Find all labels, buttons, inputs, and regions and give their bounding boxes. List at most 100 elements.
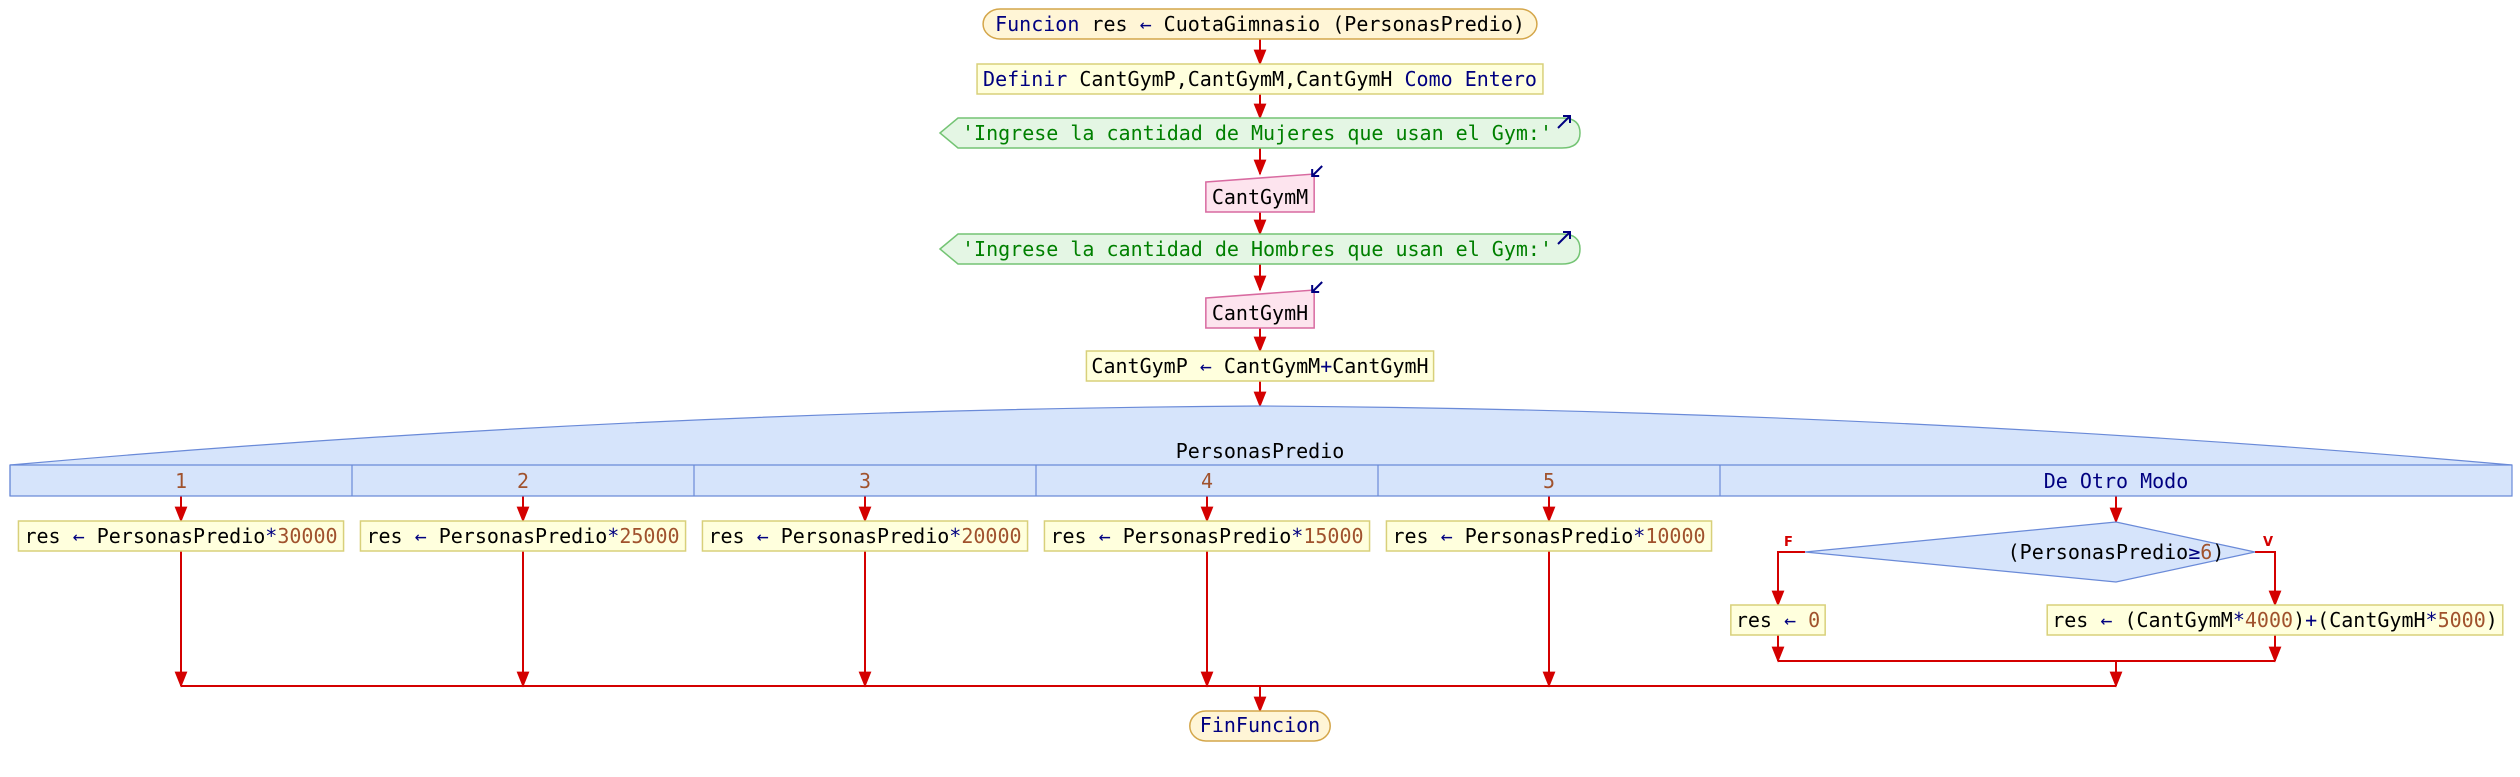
end-terminal-text: FinFuncion bbox=[1200, 713, 1320, 737]
assign-token-2: CantGymM bbox=[1212, 354, 1320, 378]
decision-token-2: 6 bbox=[2200, 540, 2212, 564]
true-branch-token-5: ) bbox=[2293, 608, 2305, 632]
input-node-2: CantGymH bbox=[1205, 281, 1323, 329]
case-4-token-1: ← bbox=[1099, 524, 1111, 548]
output-shape-2 bbox=[938, 233, 1581, 265]
decision-token-1: ≥ bbox=[2188, 540, 2200, 564]
false-branch-node: res ← 0 bbox=[1730, 604, 1826, 636]
output-node-1: 'Ingrese la cantidad de Mujeres que usan… bbox=[938, 115, 1581, 149]
define-process-text: Definir CantGymP,CantGymM,CantGymH Como … bbox=[983, 67, 1537, 91]
case-process-shape bbox=[1043, 520, 1371, 552]
case-process-text: res ← PersonasPredio*15000 bbox=[1050, 524, 1363, 548]
connector-line bbox=[2255, 551, 2282, 607]
case-5-token-2: PersonasPredio bbox=[1453, 524, 1634, 548]
case-body-4: res ← PersonasPredio*15000 bbox=[1043, 520, 1371, 552]
false-branch-text: res ← 0 bbox=[1736, 608, 1820, 632]
false-branch-token-1: ← bbox=[1784, 608, 1796, 632]
true-branch-token-2: (CantGymM bbox=[2112, 608, 2232, 632]
case-label-4: 4 bbox=[1201, 469, 1213, 493]
true-branch-text: res ← (CantGymM*4000)+(CantGymH*5000) bbox=[2052, 608, 2498, 632]
true-branch-token-8: * bbox=[2426, 608, 2438, 632]
define-token-0: Definir bbox=[983, 67, 1067, 91]
define-token-2: Como Entero bbox=[1405, 67, 1537, 91]
case-process-shape bbox=[701, 520, 1029, 552]
case-process-shape bbox=[17, 520, 345, 552]
assign-token-0: CantGymP bbox=[1091, 354, 1199, 378]
case-process-text: res ← PersonasPredio*25000 bbox=[366, 524, 679, 548]
case-body-2: res ← PersonasPredio*25000 bbox=[359, 520, 687, 552]
case-3-token-4: 20000 bbox=[961, 524, 1021, 548]
start-token-2: ← bbox=[1140, 12, 1152, 36]
decision-token-0: (PersonasPredio bbox=[2008, 540, 2189, 564]
true-branch-token-3: * bbox=[2233, 608, 2245, 632]
start-terminal-text: Funcion res ← CuotaGimnasio (PersonasPre… bbox=[995, 12, 1525, 36]
case-2-token-0: res bbox=[366, 524, 414, 548]
input-shape-2 bbox=[1205, 289, 1315, 329]
decision-token-3: ) bbox=[2212, 540, 2224, 564]
define-token-1: CantGymP,CantGymM,CantGymH bbox=[1067, 67, 1404, 91]
case-label-5: 5 bbox=[1543, 469, 1555, 493]
case-1-token-4: 30000 bbox=[277, 524, 337, 548]
case-4-token-2: PersonasPredio bbox=[1111, 524, 1292, 548]
start-terminal-shape bbox=[982, 8, 1538, 40]
true-branch-token-6: + bbox=[2305, 608, 2317, 632]
end-node: FinFuncion bbox=[1189, 710, 1331, 742]
decision-false-label: F bbox=[1784, 535, 1793, 550]
input-node-1: CantGymM bbox=[1205, 165, 1323, 213]
case-process-text: res ← PersonasPredio*20000 bbox=[708, 524, 1021, 548]
start-token-3: CuotaGimnasio (PersonasPredio) bbox=[1152, 12, 1525, 36]
case-process-text: res ← PersonasPredio*10000 bbox=[1392, 524, 1705, 548]
case-body-1: res ← PersonasPredio*30000 bbox=[17, 520, 345, 552]
output-arrow-icon bbox=[1557, 231, 1571, 245]
case-label-1: 1 bbox=[175, 469, 187, 493]
decision-condition-text: (PersonasPredio≥6) bbox=[2008, 540, 2225, 564]
true-branch-node: res ← (CantGymM*4000)+(CantGymH*5000) bbox=[2046, 604, 2504, 636]
case-1-token-3: * bbox=[265, 524, 277, 548]
input-shape-1 bbox=[1205, 173, 1315, 213]
case-5-token-1: ← bbox=[1441, 524, 1453, 548]
decision-node: (PersonasPredio≥6) F V bbox=[1784, 521, 2273, 583]
assign-process-shape bbox=[1085, 350, 1435, 382]
case-label-3: 3 bbox=[859, 469, 871, 493]
case-2-token-2: PersonasPredio bbox=[427, 524, 608, 548]
case-3-token-2: PersonasPredio bbox=[769, 524, 950, 548]
case-1-token-1: ← bbox=[73, 524, 85, 548]
true-branch-token-10: ) bbox=[2486, 608, 2498, 632]
input-arrow-icon bbox=[1311, 165, 1323, 177]
switch-case-row: 1 2 3 4 5 De Otro Modo bbox=[9, 464, 2512, 496]
case-5-token-3: * bbox=[1633, 524, 1645, 548]
define-node: Definir CantGymP,CantGymM,CantGymH Como … bbox=[976, 63, 1544, 95]
assign-token-1: ← bbox=[1200, 354, 1212, 378]
case-1-token-2: PersonasPredio bbox=[85, 524, 266, 548]
assign-token-4: CantGymH bbox=[1332, 354, 1428, 378]
case-4-token-3: * bbox=[1291, 524, 1303, 548]
true-branch-shape bbox=[2046, 604, 2504, 636]
case-process-shape bbox=[359, 520, 687, 552]
switch-node: PersonasPredio 1 2 3 4 5 De Otro Modo bbox=[9, 405, 2513, 497]
assign-token-3: + bbox=[1320, 354, 1332, 378]
define-process-shape bbox=[976, 63, 1544, 95]
true-branch-token-0: res bbox=[2052, 608, 2100, 632]
case-5-token-0: res bbox=[1392, 524, 1440, 548]
case-5-token-4: 10000 bbox=[1645, 524, 1705, 548]
decision-diamond-shape bbox=[1804, 521, 2256, 583]
case-4-token-0: res bbox=[1050, 524, 1098, 548]
case-label-2: 2 bbox=[517, 469, 529, 493]
input-text-1: CantGymM bbox=[1212, 185, 1308, 209]
assign-process-text: CantGymP ← CantGymM+CantGymH bbox=[1091, 354, 1428, 378]
case-process-text: res ← PersonasPredio*30000 bbox=[24, 524, 337, 548]
start-token-1: res bbox=[1079, 12, 1139, 36]
case-label-default: De Otro Modo bbox=[2044, 469, 2189, 493]
input-arrow-icon bbox=[1311, 281, 1323, 293]
input-text-2: CantGymH bbox=[1212, 301, 1308, 325]
switch-variable-label: PersonasPredio bbox=[1176, 439, 1345, 463]
start-token-0: Funcion bbox=[995, 12, 1079, 36]
decision-true-label: V bbox=[2263, 535, 2273, 550]
false-branch-token-3: 0 bbox=[1808, 608, 1820, 632]
false-branch-token-0: res bbox=[1736, 608, 1784, 632]
false-branch-token-2 bbox=[1796, 608, 1808, 632]
case-3-token-0: res bbox=[708, 524, 756, 548]
case-body-5: res ← PersonasPredio*10000 bbox=[1385, 520, 1713, 552]
